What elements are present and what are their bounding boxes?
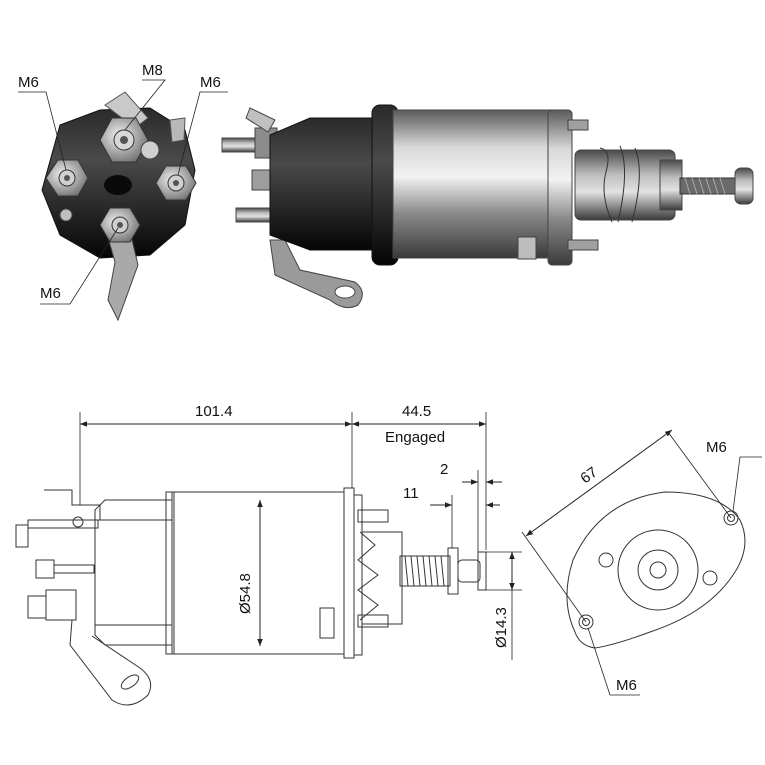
dim-hole-spacing: 67	[577, 464, 600, 488]
terminal-m6-bottom	[99, 207, 141, 243]
callout-flange-m6-top: M6	[706, 439, 727, 456]
photo-callouts: M6 M8 M6 M6	[18, 62, 228, 305]
dim-overall-length: 101.4	[195, 403, 233, 420]
callout-m6-bottom: M6	[40, 285, 61, 302]
callout-m8-top: M8	[142, 62, 163, 79]
callout-flange-m6-bottom: M6	[616, 677, 637, 694]
terminal-m8-center	[99, 117, 149, 163]
side-photo	[221, 104, 754, 309]
side-view-drawing: 101.4 44.5 Engaged 2 11 Ø54.8 Ø14.3	[15, 403, 522, 706]
callout-m6-top-left: M6	[18, 74, 39, 91]
flange-hole-bottom	[578, 614, 594, 630]
terminal-m6-left	[45, 159, 89, 197]
terminal-m6-right	[155, 165, 197, 201]
flange-outer-ring	[617, 529, 699, 611]
dim-gap-plunger: 11	[403, 485, 419, 502]
dim-plunger-diameter: Ø14.3	[493, 607, 510, 648]
terminal-end-photo	[41, 91, 197, 322]
dim-body-diameter: Ø54.8	[237, 573, 254, 614]
dim-gap-small: 2	[440, 461, 448, 478]
flange-view-drawing: 67 M6 M6	[521, 429, 762, 696]
flange-hole-top	[723, 510, 739, 526]
callout-m6-top-right: M6	[200, 74, 221, 91]
dim-stroke: 44.5	[402, 403, 431, 420]
dim-stroke-note: Engaged	[385, 429, 445, 446]
